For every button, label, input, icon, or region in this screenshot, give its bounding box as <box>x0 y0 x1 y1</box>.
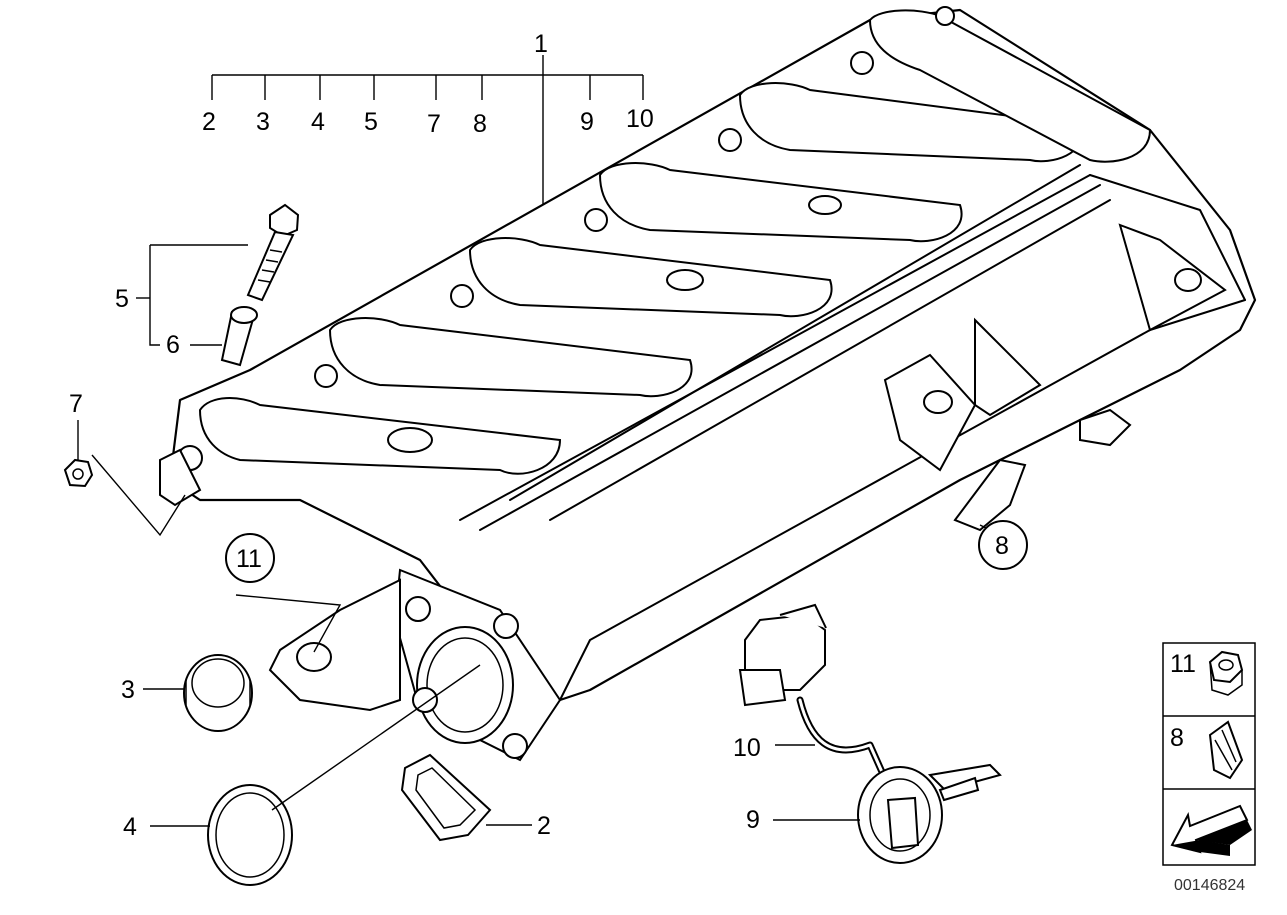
callout-3-left: 3 <box>121 676 135 704</box>
callout-4-top: 4 <box>311 108 325 136</box>
callout-8-top: 8 <box>473 110 487 138</box>
callout-2-right: 2 <box>537 812 551 840</box>
bolt-part-5 <box>246 203 300 302</box>
clip-icon <box>1208 720 1244 780</box>
callout-4-left: 4 <box>123 813 137 841</box>
callout-10-top: 10 <box>626 105 654 133</box>
catalog-number: 00146824 <box>1174 877 1245 894</box>
hex-nut-icon <box>1208 650 1244 696</box>
sleeve-part-6 <box>220 306 258 367</box>
callout-3-top: 3 <box>256 108 270 136</box>
legend-number-11: 11 <box>1170 650 1196 678</box>
callout-9-top: 9 <box>580 108 594 136</box>
callout-circle-8 <box>978 520 1028 570</box>
intake-manifold <box>159 6 1257 762</box>
callout-7-left: 7 <box>69 390 83 418</box>
callout-11-circle: 11 <box>236 545 262 573</box>
actuator-part-9 <box>857 763 1002 864</box>
legend-panel: 11 8 <box>1162 642 1256 866</box>
callout-labels: 1 2 3 4 5 7 8 9 10 5 6 7 11 8 3 4 2 10 9 <box>69 30 1009 841</box>
callout-6-left: 6 <box>166 331 180 359</box>
callout-5-left: 5 <box>115 285 129 313</box>
callout-8-circle: 8 <box>995 532 1009 560</box>
callout-2-top: 2 <box>202 108 216 136</box>
valve-part-10 <box>738 603 894 794</box>
callout-9-mid: 9 <box>746 806 760 834</box>
gasket-ring-part-4 <box>207 784 293 886</box>
direction-arrow-icon <box>1170 804 1252 856</box>
callout-5-top: 5 <box>364 108 378 136</box>
legend-number-8: 8 <box>1170 724 1184 752</box>
nut-part-7 <box>63 458 94 488</box>
callout-10-mid: 10 <box>733 734 761 762</box>
callout-1: 1 <box>534 30 548 58</box>
callout-7-top: 7 <box>427 110 441 138</box>
gasket-part-2 <box>400 753 492 842</box>
ring-part-3 <box>183 654 253 732</box>
callout-circle-11 <box>225 533 275 583</box>
